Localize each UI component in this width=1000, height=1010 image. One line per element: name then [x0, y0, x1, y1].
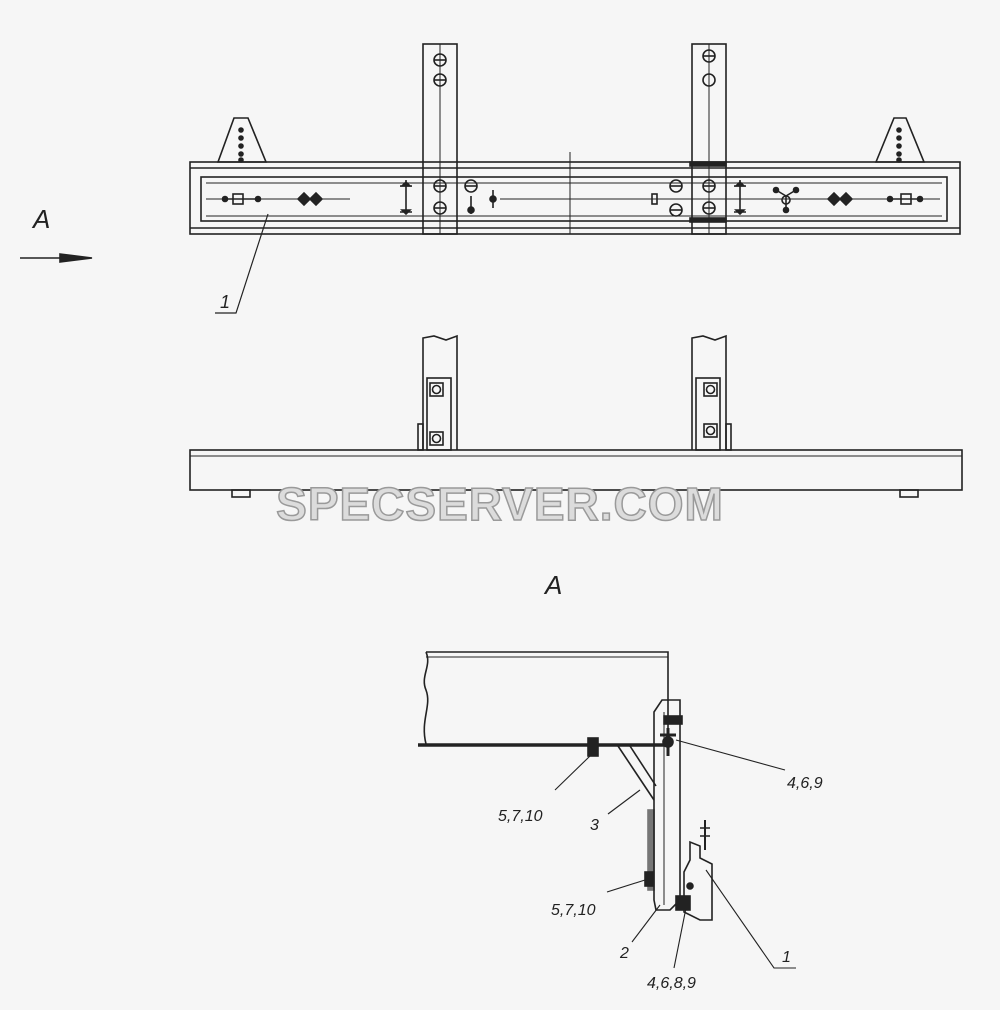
leader-top-part-1 — [215, 213, 269, 314]
beam-outer — [189, 161, 961, 235]
callout-part-2: 2 — [619, 945, 629, 962]
callout-fasteners-lower-left: 5,7,10 — [551, 902, 596, 919]
callout-part-1: 1 — [782, 949, 791, 966]
view-arrow-a — [20, 253, 93, 263]
callout-fasteners-upper-left: 5,7,10 — [498, 808, 543, 825]
top-view — [189, 43, 961, 235]
view-arrow-label: A — [31, 204, 50, 234]
section-label: A — [543, 570, 562, 600]
callout-top-part-1: 1 — [220, 292, 230, 312]
callout-fasteners-bottom: 4,6,8,9 — [647, 975, 696, 992]
section-a-view — [418, 651, 796, 969]
beam-front — [189, 449, 963, 491]
front-view — [189, 334, 963, 498]
watermark: SPECSERVER.COM — [276, 478, 724, 530]
beam-inner-channel — [200, 176, 948, 222]
callout-part-3: 3 — [590, 817, 599, 834]
callout-fasteners-upper-right: 4,6,9 — [787, 775, 823, 792]
